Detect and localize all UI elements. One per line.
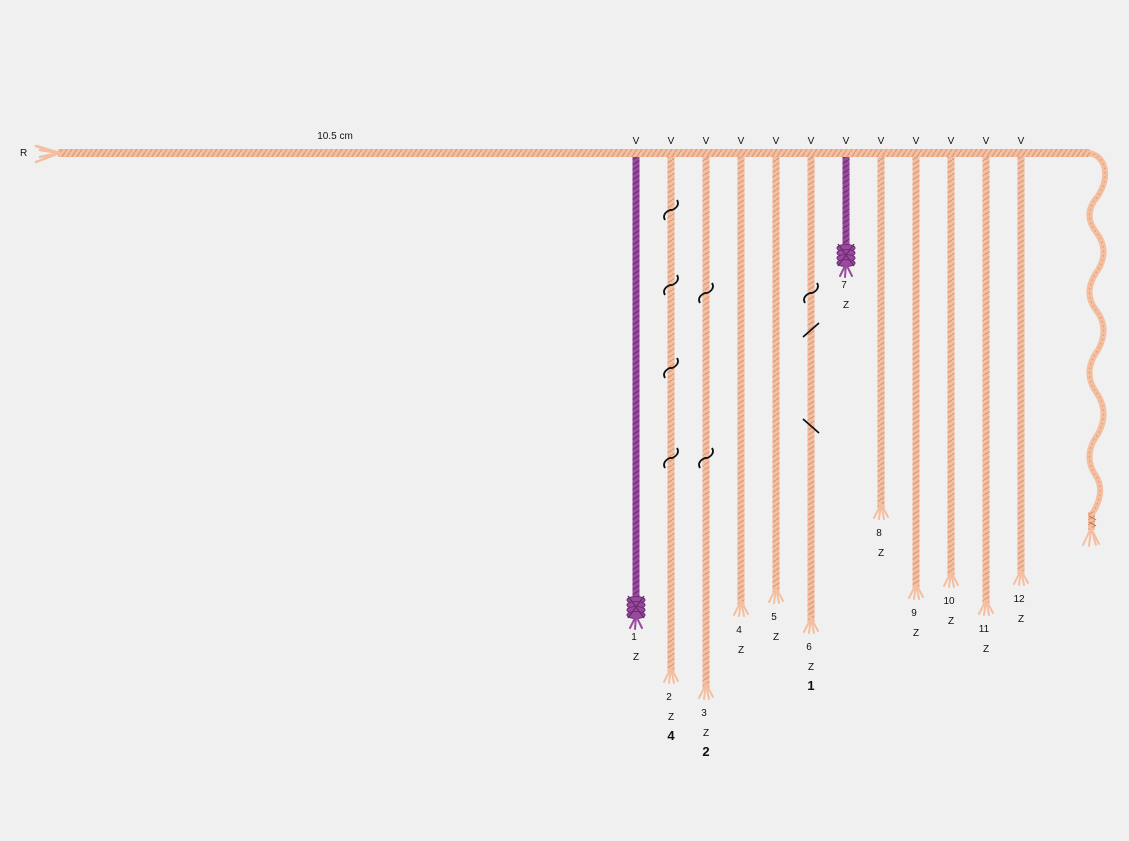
pendant-3-frayed-end bbox=[698, 683, 714, 700]
pendant-9: V 9Z bbox=[908, 136, 924, 639]
pendant-7-number: 7 bbox=[841, 280, 847, 291]
pendant-3-ply: Z bbox=[703, 728, 709, 739]
pendant-2: V 2Z 4 bbox=[663, 136, 679, 743]
pendant-9-cord bbox=[912, 157, 920, 588]
pendant-cords: V1ZV2Z4V3Z2V4ZV5ZV6Z1V7ZV8ZV9ZV10ZV11ZV1… bbox=[626, 136, 1029, 759]
pendant-7: V 7Z bbox=[836, 136, 856, 311]
pendant-11-ply: Z bbox=[983, 644, 989, 655]
pendant-3-attachment: V bbox=[703, 136, 710, 147]
pendant-2-attachment: V bbox=[668, 136, 675, 147]
pendant-4-frayed-end bbox=[733, 600, 749, 617]
pendant-8-cord bbox=[877, 157, 885, 508]
pendant-4-ply: Z bbox=[738, 645, 744, 656]
pendant-10-attachment: V bbox=[948, 136, 955, 147]
pendant-6-knot-3 bbox=[802, 418, 820, 434]
pendant-9-ply: Z bbox=[913, 628, 919, 639]
pendant-8-ply: Z bbox=[878, 548, 884, 559]
pendant-8: V 8Z bbox=[873, 136, 889, 559]
pendant-2-knot-4 bbox=[663, 447, 679, 469]
pendant-11-attachment: V bbox=[983, 136, 990, 147]
pendant-6-cord bbox=[807, 157, 815, 622]
pendant-10-ply: Z bbox=[948, 616, 954, 627]
pendant-8-frayed-end bbox=[873, 503, 889, 520]
pendant-6-knot-1 bbox=[803, 282, 819, 304]
pendant-8-attachment: V bbox=[878, 136, 885, 147]
pendant-11-number: 11 bbox=[979, 624, 990, 635]
pendant-2-knot-1 bbox=[663, 199, 679, 221]
pendant-1: V 1Z bbox=[626, 136, 646, 663]
pendant-1-attachment: V bbox=[633, 136, 640, 147]
pendant-4-number: 4 bbox=[736, 625, 742, 636]
pendant-10: V 10Z bbox=[943, 136, 959, 627]
pendant-1-end-knot bbox=[626, 595, 646, 630]
pendant-5-cord bbox=[772, 157, 780, 592]
primary-length-label: 10.5 cm bbox=[317, 131, 353, 142]
pendant-12-frayed-end bbox=[1013, 569, 1029, 586]
pendant-3-cord bbox=[702, 157, 710, 688]
pendant-3-knot-1 bbox=[698, 282, 714, 304]
pendant-11: V 11Z bbox=[978, 136, 994, 655]
pendant-3: V 3Z 2 bbox=[698, 136, 714, 759]
pendant-7-end-knot bbox=[836, 243, 856, 278]
pendant-1-cord bbox=[632, 157, 640, 612]
pendant-5-frayed-end bbox=[768, 587, 784, 604]
pendant-6-number: 6 bbox=[806, 642, 812, 653]
pendant-2-cord bbox=[667, 157, 675, 672]
pendant-9-frayed-end bbox=[908, 583, 924, 600]
pendant-6-attachment: V bbox=[808, 136, 815, 147]
pendant-1-number: 1 bbox=[631, 632, 637, 643]
pendant-3-knot-2 bbox=[698, 447, 714, 469]
pendant-9-number: 9 bbox=[911, 608, 917, 619]
pendant-8-number: 8 bbox=[876, 528, 882, 539]
pendant-6: V 6Z 1 bbox=[802, 136, 820, 693]
pendant-5-ply: Z bbox=[773, 632, 779, 643]
pendant-2-knot-3 bbox=[663, 357, 679, 379]
pendant-1-ply: Z bbox=[633, 652, 639, 663]
pendant-12-attachment: V bbox=[1018, 136, 1025, 147]
pendant-2-number: 2 bbox=[666, 692, 672, 703]
pendant-7-cord bbox=[842, 157, 850, 260]
pendant-4: V 4Z bbox=[733, 136, 749, 656]
pendant-9-attachment: V bbox=[913, 136, 920, 147]
pendant-10-cord bbox=[947, 157, 955, 576]
pendant-5-number: 5 bbox=[771, 612, 777, 623]
pendant-11-frayed-end bbox=[978, 599, 994, 616]
pendant-3-number: 3 bbox=[701, 708, 707, 719]
pendant-6-knot-2 bbox=[802, 322, 820, 338]
pendant-2-knot-2 bbox=[663, 274, 679, 296]
pendant-10-frayed-end bbox=[943, 571, 959, 588]
primary-cord bbox=[34, 144, 1109, 547]
pendant-10-number: 10 bbox=[943, 596, 955, 607]
pendant-12-number: 12 bbox=[1013, 594, 1025, 605]
pendant-2-frayed-end bbox=[663, 667, 679, 684]
pendant-6-value: 1 bbox=[807, 678, 814, 693]
pendant-6-frayed-end bbox=[803, 617, 819, 634]
pendant-5-attachment: V bbox=[773, 136, 780, 147]
pendant-12: V 12Z bbox=[1013, 136, 1029, 625]
pendant-6-ply: Z bbox=[808, 662, 814, 673]
pendant-2-value: 4 bbox=[667, 728, 675, 743]
pendant-7-ply: Z bbox=[843, 300, 849, 311]
pendant-2-ply: Z bbox=[668, 712, 674, 723]
pendant-11-cord bbox=[982, 157, 990, 604]
pendant-4-attachment: V bbox=[738, 136, 745, 147]
primary-start-label: R bbox=[20, 148, 27, 159]
pendant-3-value: 2 bbox=[702, 744, 709, 759]
pendant-7-attachment: V bbox=[843, 136, 850, 147]
pendant-5: V 5Z bbox=[768, 136, 784, 643]
pendant-4-cord bbox=[737, 157, 745, 605]
pendant-12-cord bbox=[1017, 157, 1025, 574]
pendant-12-ply: Z bbox=[1018, 614, 1024, 625]
